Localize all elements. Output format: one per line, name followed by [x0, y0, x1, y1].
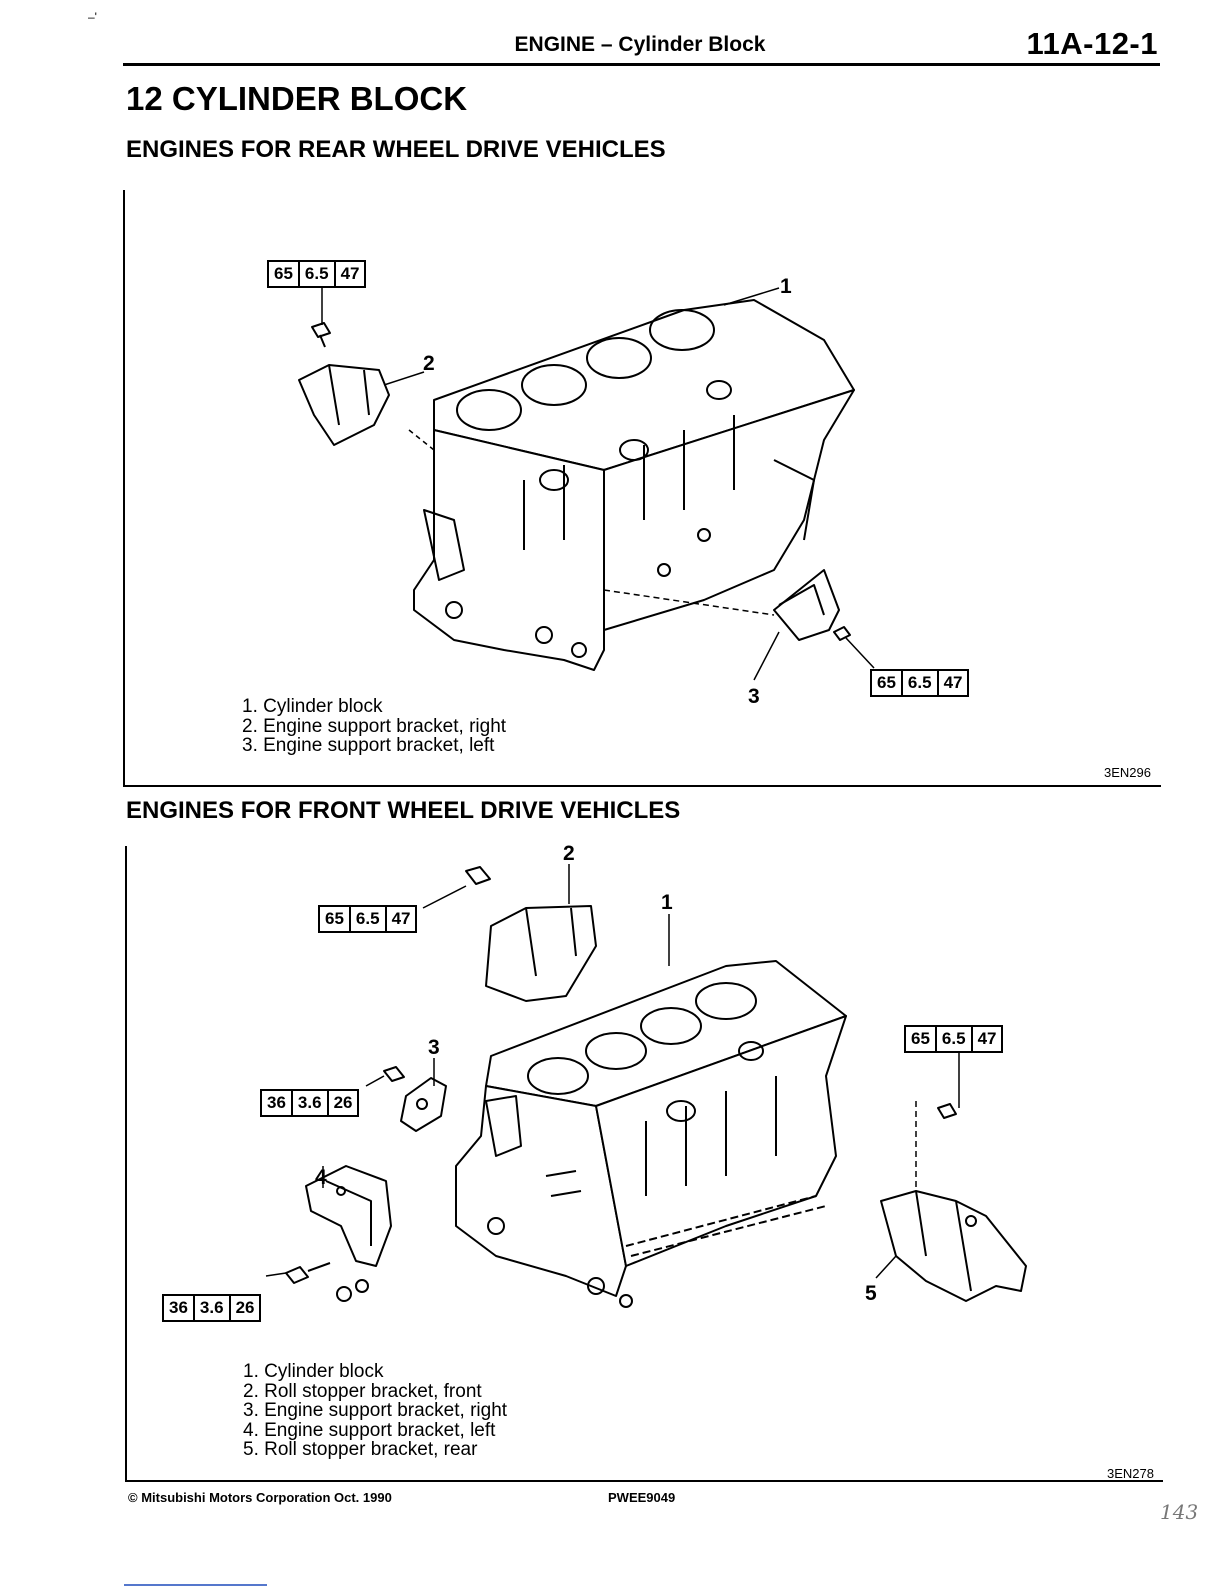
torque-nm: 36 [262, 1091, 293, 1115]
torque-nm: 65 [872, 671, 903, 695]
rear-section-heading: ENGINES FOR REAR WHEEL DRIVE VEHICLES [126, 136, 666, 163]
callout-front-5: 5 [865, 1282, 877, 1305]
torque-nm: 36 [164, 1296, 195, 1320]
legend-item: 4. Engine support bracket, left [243, 1419, 496, 1441]
callout-rear-1: 1 [780, 275, 792, 298]
front-section-heading: ENGINES FOR FRONT WHEEL DRIVE VEHICLES [126, 797, 681, 824]
front-legend: 1. Cylinder block 2. Roll stopper bracke… [243, 1362, 507, 1460]
corner-mark: –' [88, 10, 97, 24]
torque-ftlb: 47 [977, 1029, 997, 1048]
legend-item: 1. Cylinder block [242, 696, 383, 717]
torque-spec-front-bracket-5: 65 6.5 47 [904, 1025, 1004, 1053]
footer-copyright: © Mitsubishi Motors Corporation Oct. 199… [128, 1490, 392, 1505]
torque-kgm: 3.6 [293, 1091, 329, 1115]
torque-ftlb: 47 [943, 673, 963, 692]
torque-kgm: 6.5 [937, 1027, 973, 1051]
torque-ftlb: 47 [391, 909, 411, 928]
front-figure-frame [125, 846, 1163, 1482]
torque-kgm: 6.5 [351, 907, 387, 931]
torque-spec-front-bracket-4: 36 3.6 26 [162, 1294, 262, 1322]
page-number: 11A-12-1 [1026, 26, 1158, 61]
rear-figure-code: 3EN296 [1104, 765, 1151, 780]
torque-ftlb: 26 [235, 1298, 255, 1317]
torque-nm: 65 [269, 262, 300, 286]
rear-figure-frame [123, 190, 1161, 787]
handwritten-page-note: 143 [1160, 1500, 1199, 1524]
legend-item: 5. Roll stopper bracket, rear [243, 1439, 478, 1460]
torque-kgm: 3.6 [195, 1296, 231, 1320]
torque-spec-front-bracket-3: 36 3.6 26 [260, 1089, 360, 1117]
footer-publication-code: PWEE9049 [608, 1490, 676, 1505]
torque-spec-front-bracket-2: 65 6.5 47 [318, 905, 418, 933]
callout-front-4: 4 [315, 1166, 327, 1189]
callout-front-2: 2 [563, 842, 575, 865]
legend-item: 2. Roll stopper bracket, front [243, 1380, 482, 1402]
torque-ftlb: 26 [333, 1093, 353, 1112]
callout-front-3: 3 [428, 1036, 440, 1059]
torque-spec-rear-bracket-right: 65 6.5 47 [267, 260, 367, 288]
legend-item: 1. Cylinder block [243, 1361, 384, 1382]
callout-rear-3: 3 [748, 685, 760, 708]
rear-cylinder-block-illustration [298, 287, 875, 681]
callout-front-1: 1 [661, 891, 673, 914]
torque-kgm: 6.5 [903, 671, 939, 695]
header-rule [123, 63, 1160, 66]
legend-item: 3. Engine support bracket, right [243, 1400, 508, 1421]
torque-kgm: 6.5 [300, 262, 336, 286]
torque-nm: 65 [906, 1027, 937, 1051]
callout-rear-2: 2 [423, 352, 435, 375]
front-cylinder-block-illustration [265, 864, 1027, 1308]
torque-spec-rear-bracket-left: 65 6.5 47 [870, 669, 970, 697]
running-header: ENGINE – Cylinder Block [514, 33, 766, 56]
rear-legend: 1. Cylinder block 2. Engine support brac… [242, 697, 506, 756]
torque-nm: 65 [320, 907, 351, 931]
torque-ftlb: 47 [340, 264, 360, 283]
front-figure-code: 3EN278 [1107, 1466, 1154, 1481]
chapter-title: 12 CYLINDER BLOCK [126, 80, 468, 117]
legend-item: 2. Engine support bracket, right [242, 715, 507, 737]
legend-item: 3. Engine support bracket, left [242, 735, 495, 756]
